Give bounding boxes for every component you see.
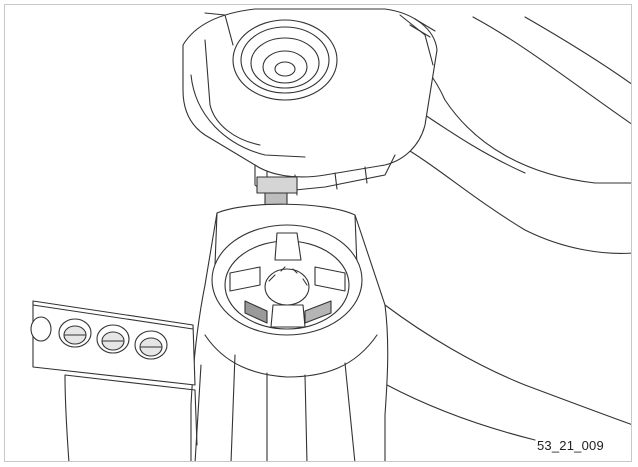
lower-housing	[190, 203, 389, 461]
illustration-frame: 53_21_009	[4, 4, 632, 462]
button-panel	[30, 300, 198, 446]
base-surface	[64, 304, 631, 461]
cap-head	[182, 8, 438, 208]
technical-illustration	[30, 8, 631, 461]
figure-id-label: 53_21_009	[537, 438, 604, 453]
